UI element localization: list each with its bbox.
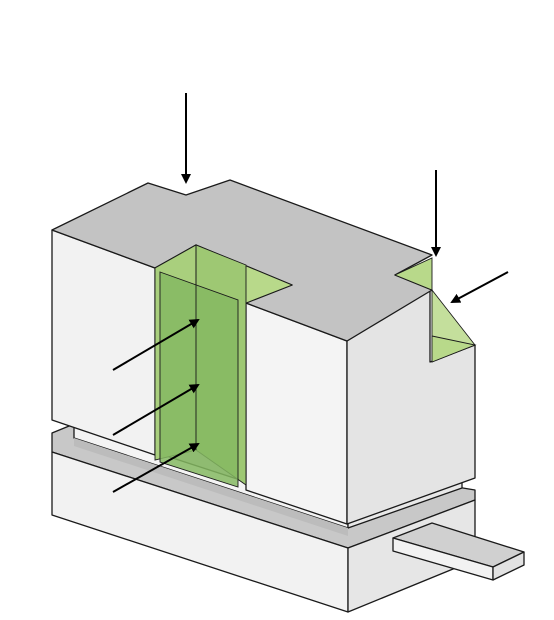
plate-gap-shadow [74, 438, 348, 536]
side-arrow-middle [112, 383, 200, 436]
slide-tab [392, 522, 525, 581]
side-arrow-upper [112, 318, 200, 371]
tab-end-face [492, 551, 525, 581]
side-arrow-right [450, 271, 509, 303]
green-slot [153, 244, 294, 488]
upper-block [51, 179, 477, 525]
arrows-group [112, 93, 509, 493]
step-recess-lower [431, 335, 477, 363]
side-arrow-lower [112, 443, 200, 493]
upper-right-front-face [245, 302, 348, 525]
upper-left-front-face [51, 229, 156, 456]
slot-front-panel [159, 271, 239, 488]
step-recess-top [393, 257, 433, 291]
